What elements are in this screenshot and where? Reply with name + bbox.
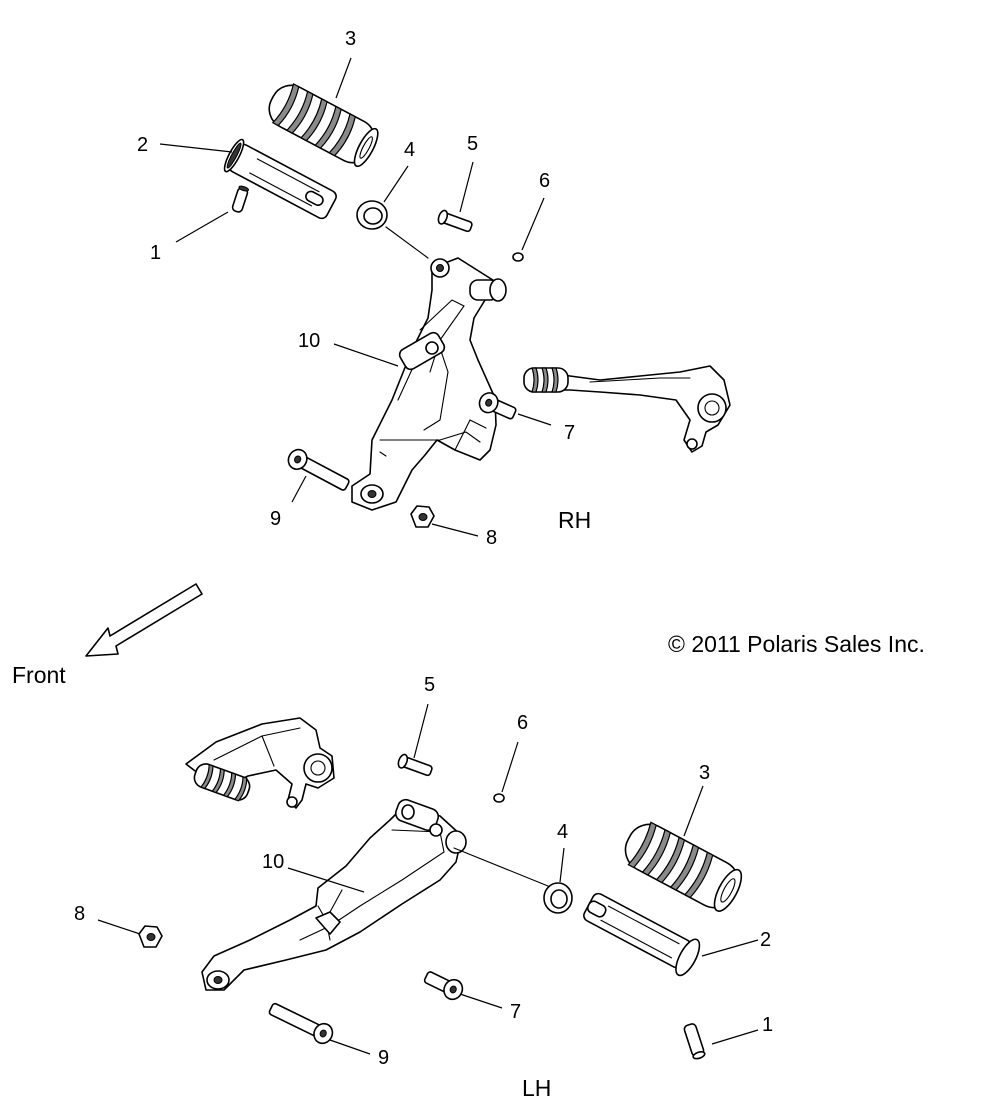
rh-callout-2: 2 — [137, 134, 148, 156]
lh-part-2-footpeg-pin — [583, 892, 701, 977]
lh-callout-1: 1 — [762, 1014, 773, 1036]
lh-part-4-washer — [543, 882, 573, 914]
rh-part-5-clevis-pin — [437, 209, 473, 233]
lh-shift-lever — [185, 717, 335, 809]
rh-callout-10: 10 — [298, 330, 320, 352]
lh-part-3-footpeg-rubber — [624, 821, 743, 912]
lh-callout-4: 4 — [557, 821, 568, 843]
front-arrow-icon — [85, 583, 203, 657]
lh-part-5-clevis-pin — [397, 753, 433, 777]
lh-part-7-bolt — [423, 971, 464, 1001]
rh-callout-1: 1 — [150, 242, 161, 264]
rh-callout-3: 3 — [345, 28, 356, 50]
front-label: Front — [12, 662, 66, 688]
rh-callout-6: 6 — [539, 170, 550, 192]
rh-assembly — [223, 83, 731, 528]
rh-shift-lever — [523, 365, 731, 453]
rh-part-3-footpeg-rubber — [268, 83, 379, 168]
rh-part-1-pin — [231, 185, 250, 213]
lh-part-8-nut — [138, 925, 163, 948]
rh-callout-7: 7 — [564, 422, 575, 444]
lh-callout-10: 10 — [262, 851, 284, 873]
copyright-text: © 2011 Polaris Sales Inc. — [668, 631, 925, 657]
lh-callout-7: 7 — [510, 1001, 521, 1023]
rh-part-9-bolt — [287, 448, 350, 491]
rh-part-6-ring — [512, 252, 524, 262]
rh-callout-5: 5 — [467, 133, 478, 155]
lh-callout-5: 5 — [424, 674, 435, 696]
rh-callout-4: 4 — [404, 139, 415, 161]
lh-label: LH — [522, 1075, 551, 1101]
lh-callout-8: 8 — [74, 903, 85, 925]
lh-assembly — [138, 717, 743, 1060]
rh-part-10-footpeg-bracket — [351, 257, 507, 511]
lh-callout-9: 9 — [378, 1047, 389, 1069]
rh-label: RH — [558, 507, 591, 533]
lh-part-9-bolt — [268, 1002, 334, 1045]
lh-callout-6: 6 — [517, 712, 528, 734]
rh-part-4-washer — [356, 200, 388, 230]
rh-callout-9: 9 — [270, 508, 281, 530]
rh-callout-8: 8 — [486, 527, 497, 549]
rh-part-2-footpeg-pin — [223, 138, 337, 220]
rh-part-8-nut — [410, 505, 435, 528]
lh-callout-3: 3 — [699, 762, 710, 784]
rh-part-7-bolt — [478, 392, 517, 420]
lh-callout-2: 2 — [760, 929, 771, 951]
lh-part-6-ring — [493, 793, 505, 803]
lh-part-1-pin — [683, 1023, 706, 1060]
lh-part-10-footpeg-bracket — [201, 798, 467, 991]
